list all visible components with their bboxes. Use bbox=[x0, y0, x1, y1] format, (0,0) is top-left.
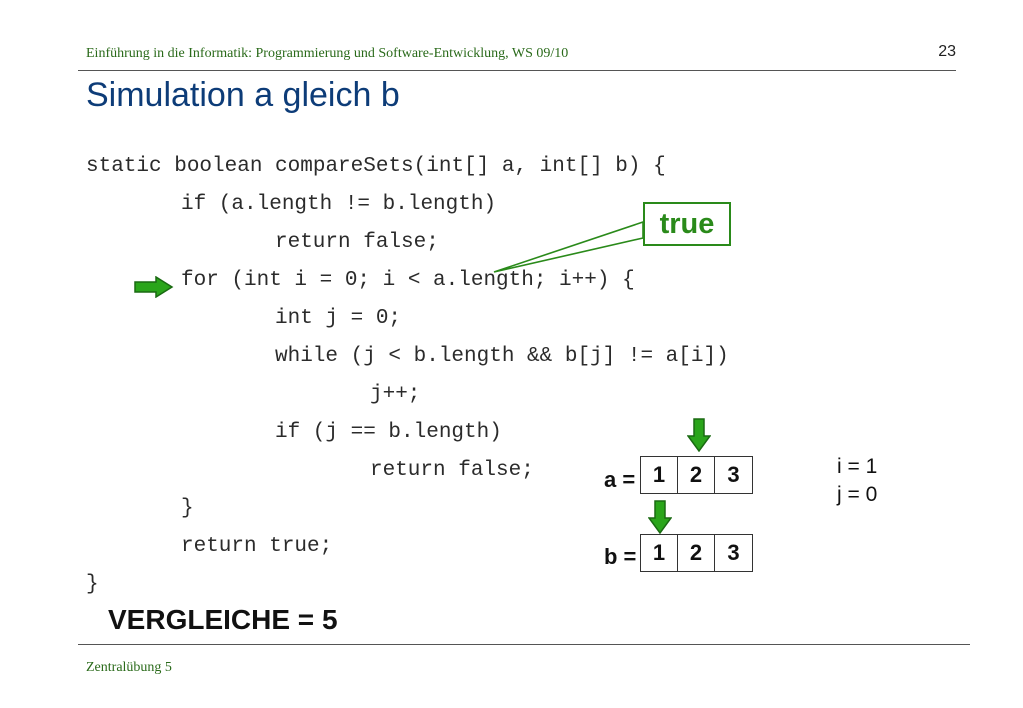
arrow-down-icon bbox=[648, 500, 672, 534]
code-line: int j = 0; bbox=[275, 307, 402, 330]
true-callout: true bbox=[643, 202, 731, 246]
array-a-cell: 1 bbox=[641, 457, 678, 493]
array-a-cell: 3 bbox=[727, 462, 740, 487]
array-b-cell: 1 bbox=[641, 535, 678, 571]
code-line: } bbox=[181, 497, 194, 520]
footer-divider bbox=[78, 644, 970, 645]
code-line: if (j == b.length) bbox=[275, 421, 502, 444]
array-a-cell: 2 bbox=[678, 457, 715, 493]
code-line: for (int i = 0; i < a.length; i++) { bbox=[181, 269, 635, 292]
variable-i: i = 1 bbox=[837, 455, 878, 478]
array-b-label: b = bbox=[604, 544, 637, 569]
code-line: return false; bbox=[370, 459, 534, 482]
array-b: 1 2 3 bbox=[640, 534, 753, 572]
array-a-label: a = bbox=[604, 467, 636, 492]
slide-footer: Zentralübung 5 bbox=[86, 660, 172, 675]
code-line: static boolean compareSets(int[] a, int[… bbox=[86, 155, 666, 178]
array-a: 1 2 3 bbox=[640, 456, 753, 494]
array-b-cell: 2 bbox=[678, 535, 715, 571]
arrow-right-icon bbox=[134, 276, 174, 298]
code-line: } bbox=[86, 573, 99, 596]
variable-j: j = 0 bbox=[837, 483, 878, 506]
code-line: return false; bbox=[275, 231, 439, 254]
code-line: j++; bbox=[370, 383, 421, 406]
array-b-cell: 3 bbox=[727, 540, 740, 565]
code-line: while (j < b.length && b[j] != a[i]) bbox=[275, 345, 729, 368]
course-title: Einführung in die Informatik: Programmie… bbox=[86, 46, 569, 61]
slide-title: Simulation a gleich b bbox=[86, 76, 400, 114]
arrow-down-icon bbox=[687, 418, 711, 452]
header-divider bbox=[78, 70, 956, 71]
page-number: 23 bbox=[938, 43, 956, 60]
comparison-count: VERGLEICHE = 5 bbox=[108, 604, 338, 635]
code-line: return true; bbox=[181, 535, 333, 558]
code-line: if (a.length != b.length) bbox=[181, 193, 497, 216]
variable-state: i = 1 j = 0 bbox=[837, 453, 877, 509]
